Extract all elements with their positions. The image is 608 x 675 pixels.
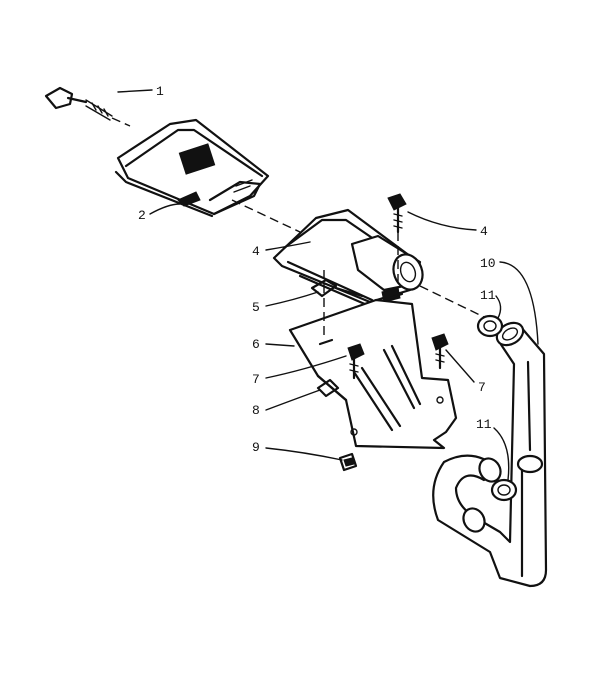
callout-4-left: 4 [252,244,260,259]
callout-4-top: 4 [480,224,488,239]
part-7-screw-left [347,343,365,380]
callout-5: 5 [252,300,260,315]
leader-lines [117,89,539,481]
callout-9: 9 [252,440,260,455]
part-2-filter-cartridge [114,118,270,218]
assembly-line-cartridge [231,199,301,233]
assembly-line-outlet [419,285,487,319]
part-10-tubing [432,321,548,588]
part-7-screw-right [431,333,449,370]
callout-8: 8 [252,403,260,418]
callout-1: 1 [156,84,164,99]
callout-7-right: 7 [478,380,486,395]
part-11-hose-clamp-upper [476,314,504,338]
part-8-clip [316,378,340,398]
part-5-clip [310,278,364,298]
callout-7-left: 7 [252,372,260,387]
part-11-hose-clamp-lower [490,478,518,502]
filter-housing [272,208,424,310]
callout-2: 2 [138,208,146,223]
part-9-nut [338,452,358,472]
callout-11-lower: 11 [476,417,492,432]
callout-6: 6 [252,337,260,352]
callout-11-upper: 11 [480,288,496,303]
part-4-screw-top [387,193,407,234]
part-6-mounting-bracket [288,292,458,450]
part-1-screw [44,86,131,127]
callout-10: 10 [480,256,496,271]
